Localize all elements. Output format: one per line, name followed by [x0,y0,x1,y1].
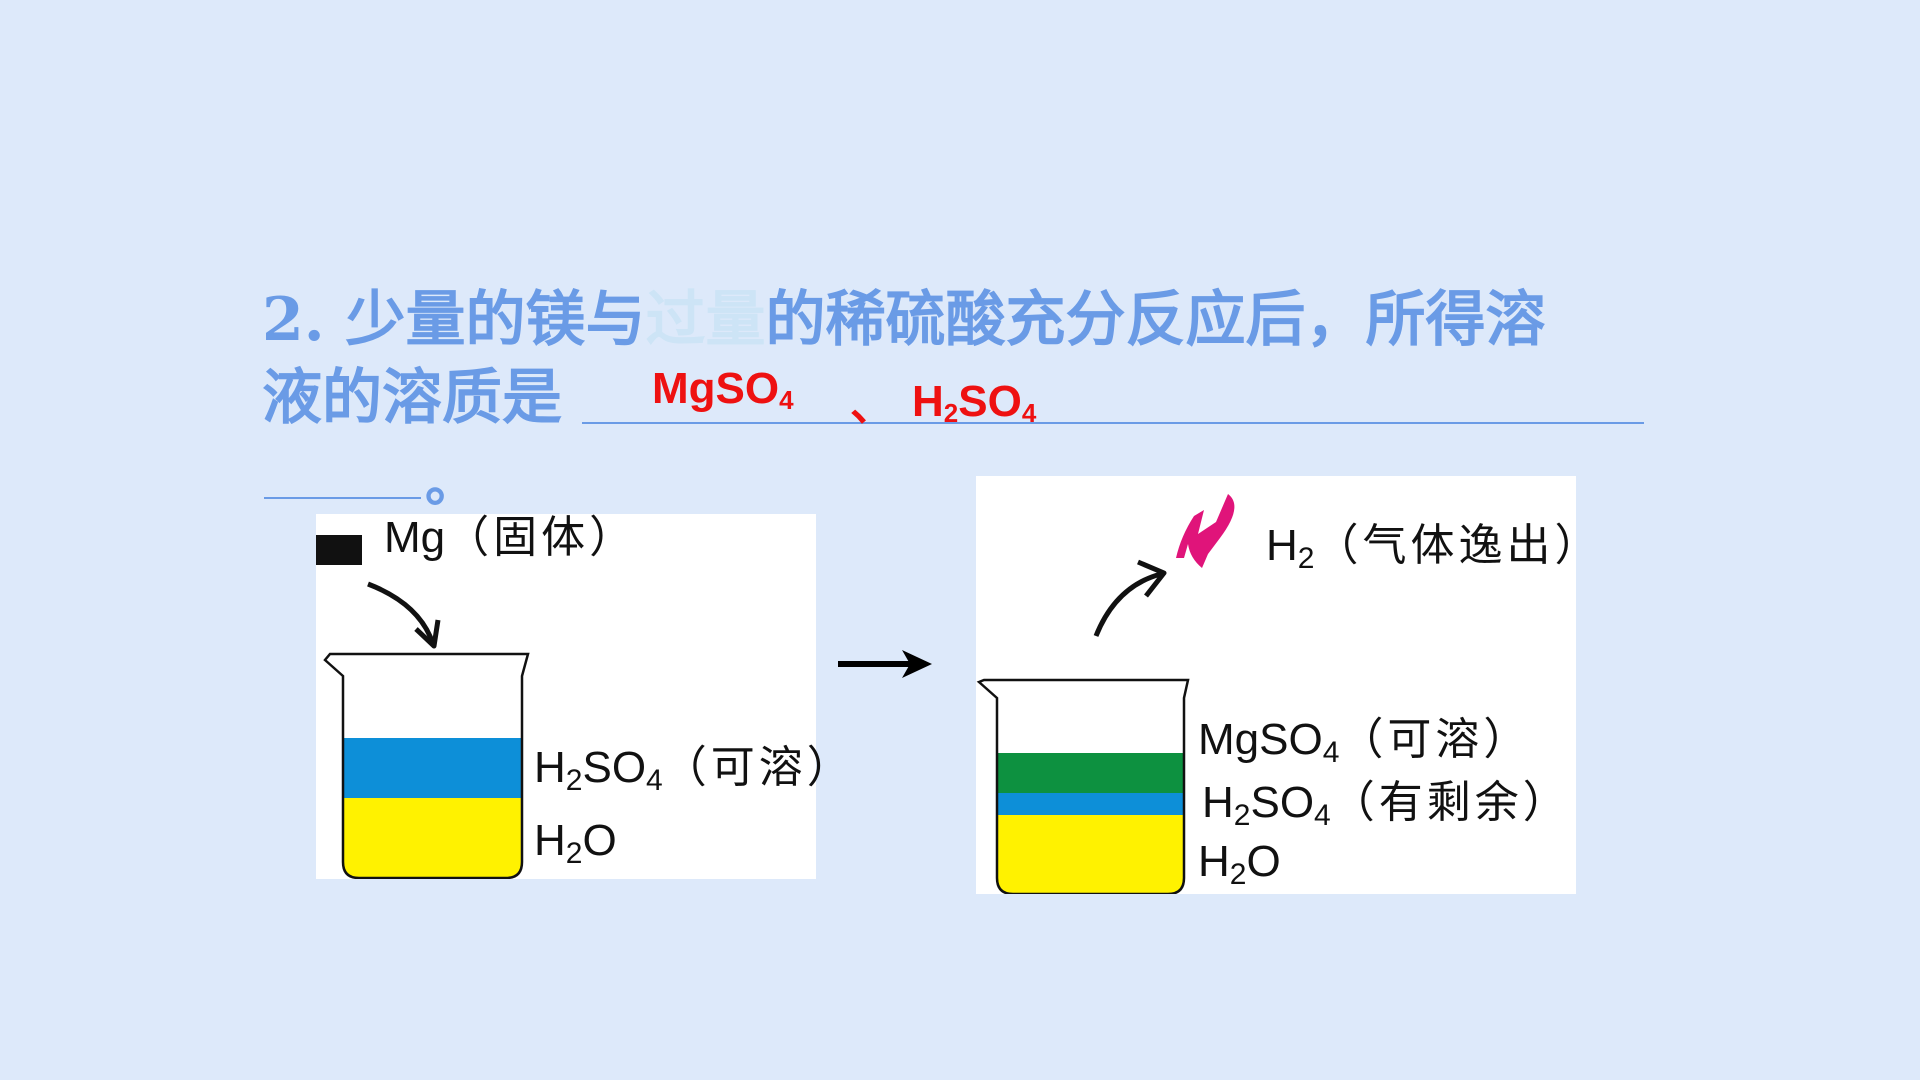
answer-blank-line-2 [264,497,421,499]
acid-layer [343,738,522,798]
answer-separator: 、 [850,381,894,430]
question-line-2: 液的溶质是 [262,368,562,428]
h2o-label: H2O [1198,837,1281,891]
mgso4-layer [997,753,1184,793]
h2o-label: H2O [534,816,617,870]
h2so4-remaining-label: H2SO4（有剩余） [1202,777,1571,832]
h2so4-label: H2SO4（可溶） [534,742,855,797]
question-text-b: 的稀硫酸充分反应后，所得溶 [765,285,1546,355]
reaction-arrow [838,650,932,678]
water-layer [997,815,1184,894]
question-highlight: 过量 [645,285,766,355]
h2-gas-label: H2（气体逸出） [1266,520,1603,575]
answer-h2so4: H2SO4 [912,377,1037,428]
question-number: 2. [262,285,325,355]
drop-arrow-head [414,619,441,649]
acid-remaining-layer [997,793,1184,815]
water-layer [343,798,522,878]
before-reaction-diagram [316,535,530,879]
mgso4-label: MgSO4（可溶） [1198,714,1532,769]
answer-mgso4: MgSO4 [652,364,794,415]
h2-gas-icon [1176,494,1235,568]
beaker [323,652,530,879]
question-text-line2: 液的溶质是 [262,363,562,433]
mg-solid-block [316,535,362,565]
before-reaction-panel: Mg（固体） H2SO4（可溶） H2O [316,512,851,879]
gas-arrow [1093,571,1162,637]
after-reaction-diagram [976,494,1235,894]
question-text-a: 少量的镁与 [345,285,646,355]
mg-label: Mg（固体） [384,512,638,563]
gas-arrow-head [1137,559,1167,598]
answer-blank-line [582,422,1644,424]
question-period: 。 [425,453,478,514]
after-reaction-panel: H2（气体逸出） MgSO4（可溶） H2SO4（有剩余） H2O [976,476,1598,894]
question-line-1: 2. 少量的镁与过量的稀硫酸充分反应后，所得溶 [262,290,1546,350]
drop-arrow [367,581,436,645]
